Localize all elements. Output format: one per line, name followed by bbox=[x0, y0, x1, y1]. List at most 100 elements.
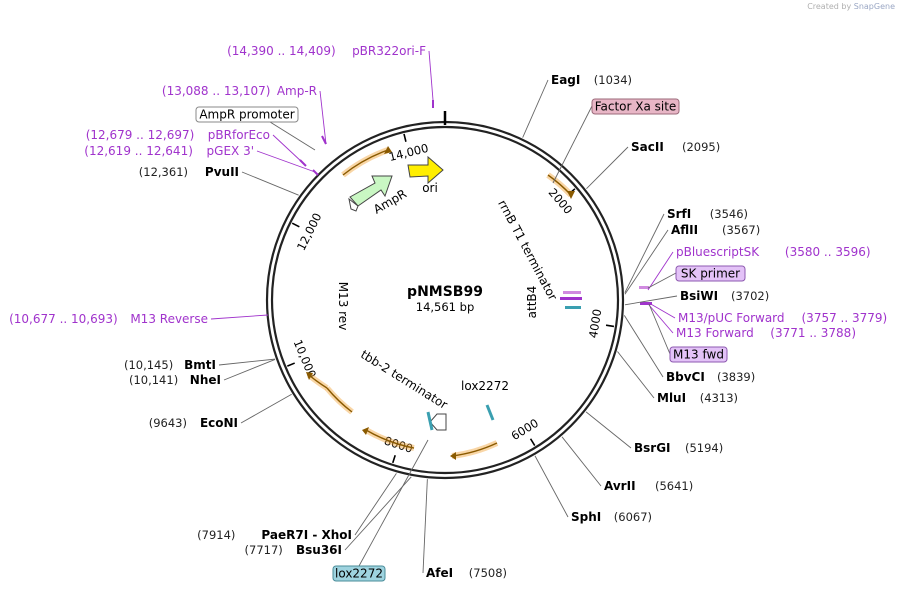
enzyme-leader bbox=[617, 351, 655, 399]
credit-prefix: Created by bbox=[807, 2, 852, 11]
primer-site[interactable]: pBR322ori-F(14,390 .. 14,409) bbox=[227, 44, 426, 58]
enzyme-position: (4313) bbox=[700, 391, 738, 405]
enzyme-site[interactable]: PaeR7I - XhoI(7914) bbox=[197, 528, 352, 542]
enzyme-site[interactable]: SrfI(3546) bbox=[667, 207, 748, 221]
enzyme-position: (2095) bbox=[682, 140, 720, 154]
enzyme-site[interactable]: BsiWI (3702) bbox=[680, 289, 769, 303]
feature-arc-6-line bbox=[308, 374, 328, 389]
inner-feature-label: M13 rev bbox=[336, 282, 350, 331]
pbr-primer-bar bbox=[560, 297, 582, 300]
feature-arc-4-line bbox=[365, 429, 415, 449]
primer-site[interactable]: Amp-R(13,088 .. 13,107) bbox=[162, 84, 317, 98]
enzyme-leader bbox=[522, 79, 549, 138]
primer-leader bbox=[648, 302, 676, 319]
feature-box[interactable]: SK primer bbox=[675, 265, 746, 282]
enzyme-leader bbox=[624, 229, 669, 295]
enzyme-leader bbox=[218, 358, 276, 366]
enzyme-site[interactable]: BsrGI (5194) bbox=[634, 441, 723, 455]
enzyme-name: BsrGI bbox=[634, 441, 671, 455]
primer-leader bbox=[319, 90, 327, 145]
enzyme-site[interactable]: BmtI(10,145) bbox=[124, 358, 216, 372]
feature-box-label: Factor Xa site bbox=[595, 100, 677, 114]
feature-box[interactable]: M13 fwd bbox=[669, 346, 728, 363]
leader-lines bbox=[210, 50, 678, 574]
feature-box[interactable]: Factor Xa site bbox=[591, 98, 680, 115]
primer-name: M13 Reverse bbox=[130, 312, 208, 326]
feature-box-bg bbox=[332, 565, 386, 582]
enzyme-site[interactable]: EagI (1034) bbox=[551, 73, 632, 87]
enzyme-name: EagI bbox=[551, 73, 580, 87]
ampr-feature-arrow bbox=[349, 175, 393, 207]
enzyme-site[interactable]: Bsu36I(7717) bbox=[245, 543, 342, 557]
enzyme-position: (5194) bbox=[685, 441, 723, 455]
attb4-marker-2 bbox=[565, 306, 581, 309]
snapgene-logo: SnapGene bbox=[853, 2, 895, 11]
boxed-feature-labels: AmpR promoter Factor Xa site SK primerM13 … bbox=[195, 98, 746, 582]
enzyme-name: AfeI bbox=[426, 566, 453, 580]
feature-box-label: lox2272 bbox=[335, 567, 383, 581]
primer-range: (12,619 .. 12,641) bbox=[84, 144, 193, 158]
tick-label: 2000 bbox=[546, 186, 576, 217]
primer-leader bbox=[210, 314, 269, 320]
feature-arc-3 bbox=[451, 440, 499, 459]
enzyme-position: (5641) bbox=[655, 479, 693, 493]
arc-arrow-3 bbox=[450, 452, 456, 460]
enzyme-position: (6067) bbox=[614, 510, 652, 524]
feature-box-bg bbox=[591, 98, 680, 115]
primer-name: M13 Forward bbox=[676, 326, 754, 340]
primer-site[interactable]: M13 Forward(3771 .. 3788) bbox=[676, 326, 856, 340]
inner-feature-label: attB4 bbox=[525, 286, 539, 319]
primer-range: (3757 .. 3779) bbox=[802, 311, 888, 325]
enzyme-site[interactable]: SacII(2095) bbox=[631, 140, 720, 154]
enzyme-leader bbox=[344, 476, 412, 551]
feature-box[interactable]: AmpR promoter bbox=[195, 106, 299, 123]
inner-feature-label: lox2272 bbox=[461, 379, 509, 393]
primer-leader bbox=[648, 304, 674, 334]
enzyme-name: EcoNI bbox=[200, 416, 238, 430]
tick-label: 6000 bbox=[509, 416, 541, 443]
tick-mark bbox=[403, 133, 407, 142]
enzyme-name: BsiWI bbox=[680, 289, 718, 303]
feature-box[interactable]: lox2272 bbox=[332, 565, 386, 582]
enzyme-site[interactable]: AfeI (7508) bbox=[426, 566, 507, 580]
tick-label: 14,000 bbox=[387, 141, 429, 164]
feature-box-bg bbox=[675, 265, 746, 282]
enzyme-leader bbox=[586, 146, 629, 189]
enzyme-name: SphI bbox=[571, 510, 601, 524]
enzyme-leader bbox=[624, 295, 678, 306]
enzyme-position: (7508) bbox=[469, 566, 507, 580]
primer-site[interactable]: M13/pUC Forward(3757 .. 3779) bbox=[678, 311, 887, 325]
arc-arrow-4 bbox=[362, 427, 369, 435]
enzyme-site[interactable]: AflII(3567) bbox=[671, 223, 760, 237]
primer-site[interactable]: M13 Reverse(10,677 .. 10,693) bbox=[9, 312, 208, 326]
enzyme-site[interactable]: MluI(4313) bbox=[657, 391, 738, 405]
tick-mark bbox=[291, 222, 300, 228]
arc-arrow-5 bbox=[306, 372, 313, 380]
enzyme-leader bbox=[534, 455, 569, 518]
ori-feature-arrow bbox=[407, 155, 444, 185]
primer-site[interactable]: pBRforEco(12,679 .. 12,697) bbox=[86, 128, 270, 142]
primer-name: pBRforEco bbox=[208, 128, 270, 142]
feature-box-bg bbox=[669, 346, 728, 363]
tick-label: 4000 bbox=[586, 308, 604, 339]
backbone-inner bbox=[270, 125, 620, 475]
enzyme-position: (3702) bbox=[731, 289, 769, 303]
feature-arc-1 bbox=[341, 147, 390, 178]
enzyme-name: BmtI bbox=[184, 358, 216, 372]
primer-site[interactable]: pBluescriptSK(3580 .. 3596) bbox=[676, 245, 871, 259]
enzyme-site[interactable]: AvrII(5641) bbox=[604, 479, 693, 493]
enzyme-site[interactable]: PvuII(12,361) bbox=[139, 165, 239, 179]
ampr-promoter-arrow bbox=[348, 197, 359, 212]
enzyme-site[interactable]: SphI (6067) bbox=[571, 510, 652, 524]
primer-name: Amp-R bbox=[277, 84, 317, 98]
enzyme-site[interactable]: NheI(10,141) bbox=[129, 373, 221, 387]
feature-box-label: AmpR promoter bbox=[199, 108, 294, 122]
enzyme-site[interactable]: EcoNI(9643) bbox=[149, 416, 238, 430]
feature-arc-5-line bbox=[326, 387, 353, 413]
tick-label: 10,000 bbox=[291, 338, 319, 381]
enzyme-position: (1034) bbox=[594, 73, 632, 87]
primer-site[interactable]: pGEX 3'(12,619 .. 12,641) bbox=[84, 144, 254, 158]
enzyme-leader bbox=[623, 315, 664, 378]
enzyme-site[interactable]: BbvCI(3839) bbox=[666, 370, 755, 384]
